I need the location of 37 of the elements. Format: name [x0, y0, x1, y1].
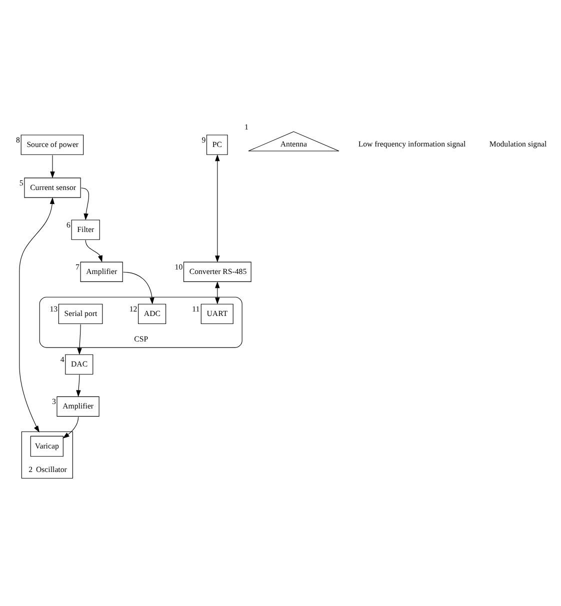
- node-box: Current sensor: [24, 178, 81, 198]
- node-label: 10: [174, 262, 183, 272]
- arrow: [122, 272, 154, 304]
- node-box: DAC: [65, 354, 94, 374]
- arrow: [85, 240, 102, 262]
- node-box: Converter RS-485: [183, 262, 252, 282]
- node-label: 13: [50, 304, 58, 314]
- node-box: ADC: [138, 304, 166, 324]
- arrow: [62, 416, 79, 438]
- node-box: PC: [206, 134, 228, 155]
- node-label: 5: [19, 178, 24, 188]
- node-box: Source of power: [20, 134, 84, 155]
- node-label: 11: [192, 304, 200, 314]
- arrow: [77, 324, 82, 355]
- node-label: 9: [202, 135, 206, 144]
- arrow: [215, 154, 220, 262]
- arrow: [80, 188, 90, 220]
- node-label: 4: [60, 355, 64, 364]
- label: Modulation signal: [489, 140, 547, 149]
- arrow: [76, 374, 81, 397]
- arrow: [215, 281, 220, 304]
- arrow: [19, 197, 55, 432]
- node-label: 1: [244, 122, 248, 132]
- node-box: Varicap: [30, 436, 64, 457]
- node-box: Serial port: [58, 304, 103, 324]
- arrow: [50, 154, 55, 178]
- node-box: Amplifier: [56, 396, 100, 417]
- node-label: 8: [16, 135, 20, 144]
- node-box: UART: [200, 304, 234, 324]
- node-label: 12: [129, 304, 138, 314]
- node-label: 6: [66, 220, 70, 230]
- node-label: 7: [76, 262, 80, 272]
- node-label: 3: [52, 397, 56, 406]
- node-box: Amplifier: [80, 262, 123, 282]
- node-label: 2: [28, 464, 33, 474]
- node-box: Filter: [71, 220, 100, 240]
- label: Low frequency information signal: [358, 140, 466, 149]
